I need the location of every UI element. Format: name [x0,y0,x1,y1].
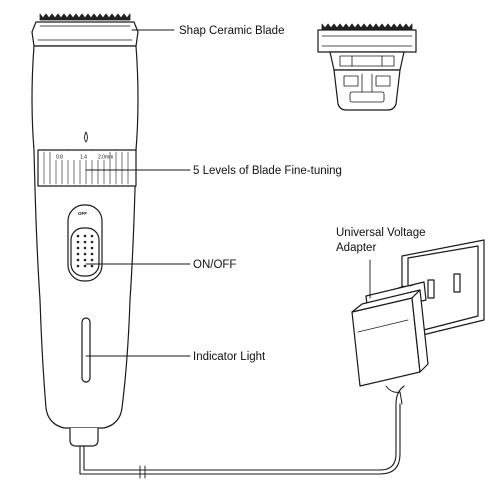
label-adapter-line1: Universal Voltage [336,227,426,239]
label-switch: ON/OFF [193,259,236,271]
power-cable [83,385,405,471]
clipper: 0.8 1.4 2.0mm OFF [31,13,139,447]
switch-off-text: OFF [78,211,87,216]
label-adapter-line2: Adapter [336,242,376,254]
dial-mark-1: 1.4 [80,155,87,161]
indicator-light [81,317,91,383]
label-indicator: Indicator Light [193,351,266,363]
dial-mark-2: 2.0mm [98,155,113,161]
blade-detail [317,23,417,111]
label-fine-tuning: 5 Levels of Blade Fine-tuning [193,165,342,177]
power-adapter [351,281,429,405]
dial-indicator-icon [84,131,88,143]
dial-mark-0: 0.8 [56,155,63,161]
blade-teeth [39,13,131,21]
switch-grip-dots [76,234,94,268]
label-blade: Shap Ceramic Blade [179,25,284,37]
callout-lines [85,29,371,357]
